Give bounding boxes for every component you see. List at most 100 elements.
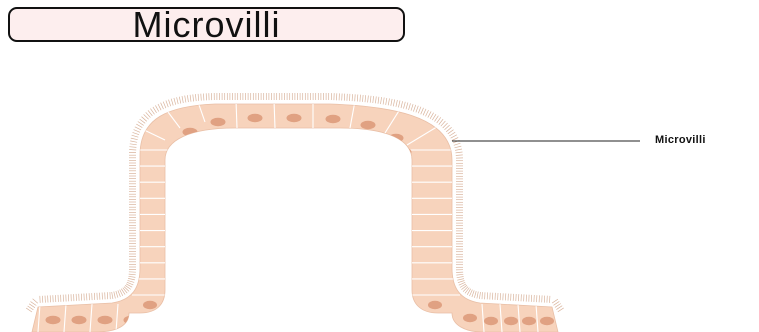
title-box: Microvilli <box>8 7 405 42</box>
microvillus <box>368 96 369 103</box>
callout-label-microvilli: Microvilli <box>655 134 706 146</box>
cell-nucleus <box>211 118 226 126</box>
microvillus <box>116 291 118 298</box>
microvillus <box>556 306 562 310</box>
microvillus <box>129 147 136 148</box>
cell-nucleus <box>397 148 412 156</box>
microvillus <box>381 97 382 104</box>
cell-nucleus <box>361 121 376 129</box>
microvillus <box>472 290 474 297</box>
microvillus <box>383 98 384 105</box>
microvillus <box>370 96 371 103</box>
microvillus <box>393 99 394 106</box>
microvillus <box>456 155 463 156</box>
microvillus <box>153 107 157 113</box>
cell-nucleus <box>46 316 61 324</box>
cell-nucleus <box>171 267 185 275</box>
microvillus <box>185 96 186 103</box>
microvillus <box>134 130 140 133</box>
microvillus <box>174 98 176 105</box>
microvillus <box>454 143 461 145</box>
microvillus <box>129 150 136 151</box>
cell-nucleus <box>398 202 412 210</box>
microvillus <box>449 132 455 136</box>
cell-nucleus <box>398 251 412 259</box>
microvillus <box>129 274 136 275</box>
microvillus <box>391 99 392 106</box>
microvillus <box>439 119 443 125</box>
microvillus <box>112 292 113 299</box>
microvillus <box>130 141 137 142</box>
cell-nucleus <box>398 154 412 162</box>
cell-nucleus <box>504 317 518 325</box>
microvillus <box>357 95 358 102</box>
cell-nucleus <box>398 219 412 227</box>
microvillus <box>150 109 154 115</box>
cell-nucleus <box>522 317 536 325</box>
microvillus <box>404 102 406 109</box>
microvillus <box>352 94 353 101</box>
microvillus <box>179 97 181 104</box>
cell-nucleus <box>171 186 185 194</box>
microvillus <box>161 103 164 109</box>
microvillus <box>138 122 144 126</box>
microvillus <box>375 96 376 103</box>
microvillus <box>114 292 116 299</box>
microvillus <box>142 117 147 122</box>
cell-nucleus <box>287 114 302 122</box>
cell-nucleus <box>398 186 412 194</box>
microvillus <box>201 94 202 101</box>
microvillus <box>396 100 398 107</box>
microvillus <box>456 274 463 275</box>
cell-nucleus <box>171 251 185 259</box>
microvillus <box>428 111 431 117</box>
microvillus <box>131 138 138 140</box>
microvillus <box>373 96 374 103</box>
microvillus <box>136 124 142 128</box>
microvillus <box>448 130 454 134</box>
cell-nucleus <box>398 170 412 178</box>
cell-nucleus <box>171 202 185 210</box>
microvillus <box>398 101 400 108</box>
cell-nucleus <box>171 283 185 291</box>
microvillus <box>455 146 462 148</box>
cell-nucleus <box>183 128 198 136</box>
microvillus <box>169 100 171 107</box>
diagram-title: Microvilli <box>133 7 281 43</box>
microvillus <box>128 280 135 282</box>
microvillus <box>435 116 439 122</box>
microvillus <box>432 114 436 120</box>
cell-nucleus <box>98 316 113 324</box>
microvillus <box>155 105 158 111</box>
microvillus <box>452 138 458 141</box>
microvillus <box>133 132 140 134</box>
microvillus <box>451 135 457 138</box>
microvillus <box>430 113 434 119</box>
microvillus <box>441 121 446 126</box>
microvillus <box>118 290 121 297</box>
microvillus <box>456 152 463 153</box>
microvillus <box>437 117 441 123</box>
cell-nucleus <box>248 114 263 122</box>
cell-nucleus <box>484 317 498 325</box>
microvillus <box>33 299 38 304</box>
microvillus <box>190 95 191 102</box>
microvillus <box>426 110 429 116</box>
microvillus <box>187 95 188 102</box>
microvillus <box>479 292 480 299</box>
microvillus <box>128 278 135 280</box>
microvillus <box>135 127 141 130</box>
microvillus <box>406 103 408 110</box>
microvillus <box>401 101 403 108</box>
microvillus <box>171 99 173 106</box>
microvillus <box>193 94 194 101</box>
microvillus <box>474 291 476 298</box>
cell-nucleus <box>540 317 554 325</box>
microvillus <box>409 103 411 110</box>
microvillus <box>166 101 168 108</box>
microvillus <box>177 97 179 104</box>
cell-nucleus <box>171 154 185 162</box>
microvillus <box>416 106 418 113</box>
microvillus <box>457 277 464 278</box>
